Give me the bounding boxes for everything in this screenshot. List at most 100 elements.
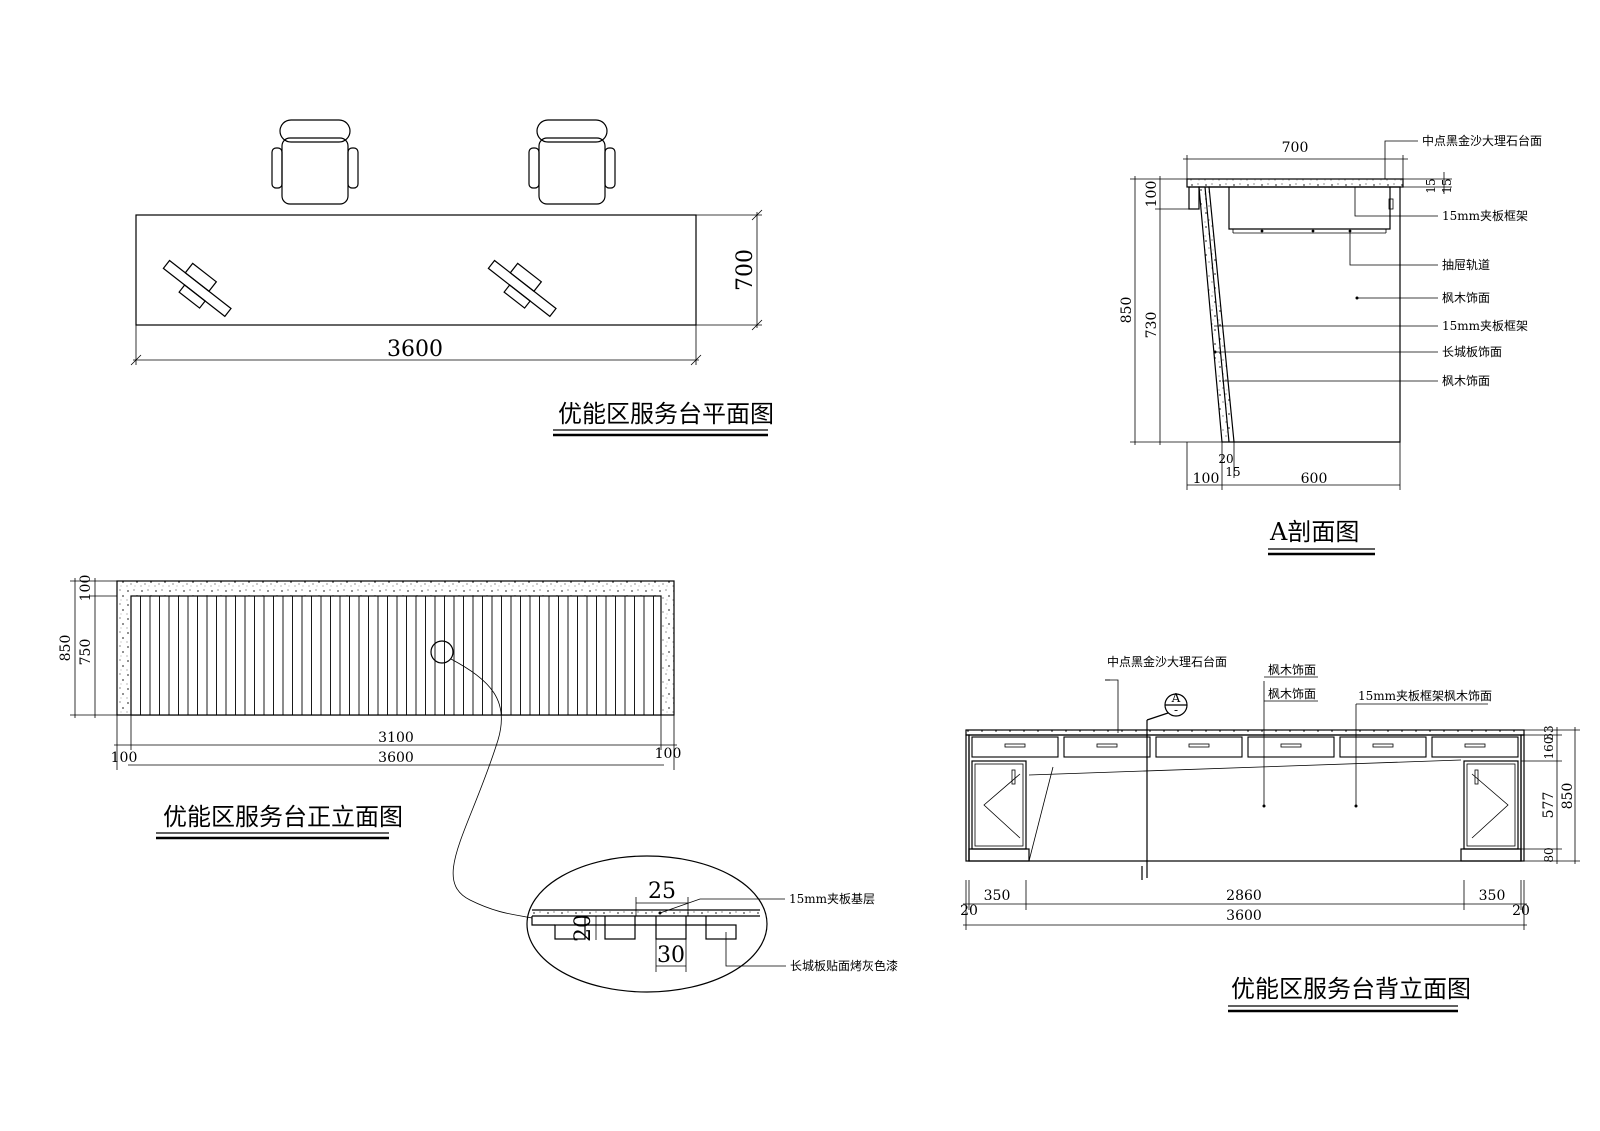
section-dim-right-small: 15 15 <box>1403 172 1454 194</box>
section-dim-left: 850 100 730 <box>1119 176 1222 445</box>
back-note-1: 中点黑金沙大理石台面 <box>1107 654 1227 669</box>
plan-view: 3600 700 优能区服务台平面图 <box>130 119 774 437</box>
plan-dim-depth: 700 <box>696 209 763 331</box>
section-dim-small-b: 15 <box>1424 178 1438 193</box>
back-elevation-view: A - 中点黑金沙大理石台面 枫木饰面 枫木饰面 15mm夹板框架枫木饰面 <box>960 654 1580 1013</box>
front-slats <box>140 596 654 715</box>
detail-note-top: 15mm夹板基层 <box>789 892 875 906</box>
section-dim-b-15: 15 <box>1225 465 1240 479</box>
plan-dim-depth-label: 700 <box>733 249 758 291</box>
front-detail-callout <box>430 640 454 664</box>
detail-dim-20: 20 <box>571 914 596 942</box>
section-title: A剖面图 <box>1269 518 1359 546</box>
back-dim-r-33: 33 <box>1542 725 1556 740</box>
front-dim-left: 850 100 750 <box>58 575 117 718</box>
front-dim-bottom: 3100 3600 100 100 <box>111 715 682 770</box>
section-dim-h-body: 730 <box>1144 312 1160 339</box>
plan-title: 优能区服务台平面图 <box>558 400 774 428</box>
front-title: 优能区服务台正立面图 <box>163 803 403 831</box>
back-dim-right: 33 160 577 80 850 <box>1521 725 1580 864</box>
section-dim-b-100: 100 <box>1193 471 1220 487</box>
section-dim-b-20: 20 <box>1218 452 1233 466</box>
back-dim-r-80: 80 <box>1542 847 1556 862</box>
back-cabinet-left <box>968 760 1030 862</box>
back-note-4: 15mm夹板框架枫木饰面 <box>1358 688 1492 703</box>
back-dim-bottom: 350 2860 350 3600 20 20 <box>960 880 1530 930</box>
section-countertop <box>1186 178 1404 188</box>
back-dim-350-right: 350 <box>1479 888 1506 904</box>
section-note-4: 枫木饰面 <box>1442 290 1490 305</box>
plan-dim-length-label: 3600 <box>387 337 443 362</box>
front-dim-h-body: 750 <box>78 639 94 666</box>
front-detail-bubble: 25 20 30 15mm夹板基层 长城板贴面烤灰色漆 <box>526 855 898 993</box>
front-dim-h-total: 850 <box>58 635 74 662</box>
detail-dim-30: 30 <box>657 943 685 968</box>
detail-note-bottom: 长城板贴面烤灰色漆 <box>790 958 898 973</box>
back-section-mark-bottom: - <box>1174 703 1178 717</box>
section-dim-h-total: 850 <box>1119 297 1135 324</box>
section-dim-top: 700 <box>1183 140 1408 179</box>
back-drawer-handle <box>1004 743 1026 748</box>
section-note-7: 枫木饰面 <box>1442 373 1490 388</box>
front-dim-left-100: 100 <box>111 750 138 766</box>
plan-desk-outline <box>135 214 697 326</box>
front-dim-right-100: 100 <box>655 746 682 762</box>
section-note-1: 中点黑金沙大理石台面 <box>1422 133 1542 148</box>
plan-dim-length: 3600 <box>130 325 702 366</box>
back-drawer-handle <box>1188 743 1210 748</box>
back-cabinet-right <box>1460 760 1522 862</box>
section-a-view: 700 850 100 730 15 15 100 <box>1119 133 1542 556</box>
back-drawer-front <box>1155 736 1243 758</box>
detail-dim-25: 25 <box>648 879 676 904</box>
section-notes: 中点黑金沙大理石台面 15mm夹板框架 抽屉轨道 枫木饰面 15mm夹板框架 长… <box>1213 133 1542 388</box>
chair-left <box>271 119 359 205</box>
section-note-6: 长城板饰面 <box>1442 345 1502 359</box>
back-drawer-front <box>1063 736 1151 758</box>
back-dim-r-160: 160 <box>1542 737 1556 760</box>
front-elevation-view: 850 100 750 3100 3600 100 100 优能区服务台正立面图 <box>58 575 898 993</box>
front-dim-inner: 3100 <box>378 730 414 746</box>
front-slat-panel <box>130 595 662 716</box>
back-title-block: 优能区服务台背立面图 <box>1228 975 1471 1013</box>
back-drawer-front <box>1247 736 1335 758</box>
section-dim-h-top: 100 <box>1144 181 1160 208</box>
back-drawer-handle <box>1096 743 1118 748</box>
back-drawer-front <box>1431 736 1519 758</box>
section-note-2: 15mm夹板框架 <box>1442 209 1528 223</box>
back-dim-right-20: 20 <box>1512 903 1530 919</box>
back-section-cut: A - <box>1141 691 1188 880</box>
back-drawer-handle <box>1464 743 1486 748</box>
back-dim-3600: 3600 <box>1226 908 1262 924</box>
back-notes: 中点黑金沙大理石台面 枫木饰面 枫木饰面 15mm夹板框架枫木饰面 <box>1105 654 1492 808</box>
section-dim-b-600: 600 <box>1301 471 1328 487</box>
section-note-3: 抽屉轨道 <box>1442 258 1490 272</box>
back-countertop <box>965 729 1525 736</box>
section-dim-bottom: 100 600 20 15 <box>1186 442 1401 490</box>
back-section-mark-top: A <box>1171 691 1181 705</box>
section-note-5: 15mm夹板框架 <box>1442 319 1528 333</box>
section-title-block: A剖面图 <box>1268 518 1375 556</box>
back-note-3: 枫木饰面 <box>1268 686 1316 701</box>
back-drawer-handle <box>1372 743 1394 748</box>
back-drawer-front <box>1339 736 1427 758</box>
back-title: 优能区服务台背立面图 <box>1231 975 1471 1003</box>
front-dim-h-top: 100 <box>78 575 94 602</box>
back-dim-r-577: 577 <box>1541 792 1557 819</box>
section-dim-small-a: 15 <box>1440 178 1454 193</box>
back-drawer-front <box>971 736 1059 758</box>
front-dim-total: 3600 <box>378 750 414 766</box>
back-dim-2860: 2860 <box>1226 888 1262 904</box>
front-title-block: 优能区服务台正立面图 <box>156 803 403 840</box>
back-dim-r-850: 850 <box>1560 783 1576 810</box>
back-dim-350-left: 350 <box>984 888 1011 904</box>
back-drawer-row <box>971 736 1519 758</box>
plan-computer-left <box>162 259 232 318</box>
back-drawer-handle <box>1280 743 1302 748</box>
back-note-2: 枫木饰面 <box>1268 662 1316 677</box>
back-dim-left-20: 20 <box>960 903 978 919</box>
section-dim-top-label: 700 <box>1282 140 1309 156</box>
plan-title-block: 优能区服务台平面图 <box>553 400 774 437</box>
chair-right <box>528 119 616 205</box>
plan-computer-right <box>487 259 557 318</box>
